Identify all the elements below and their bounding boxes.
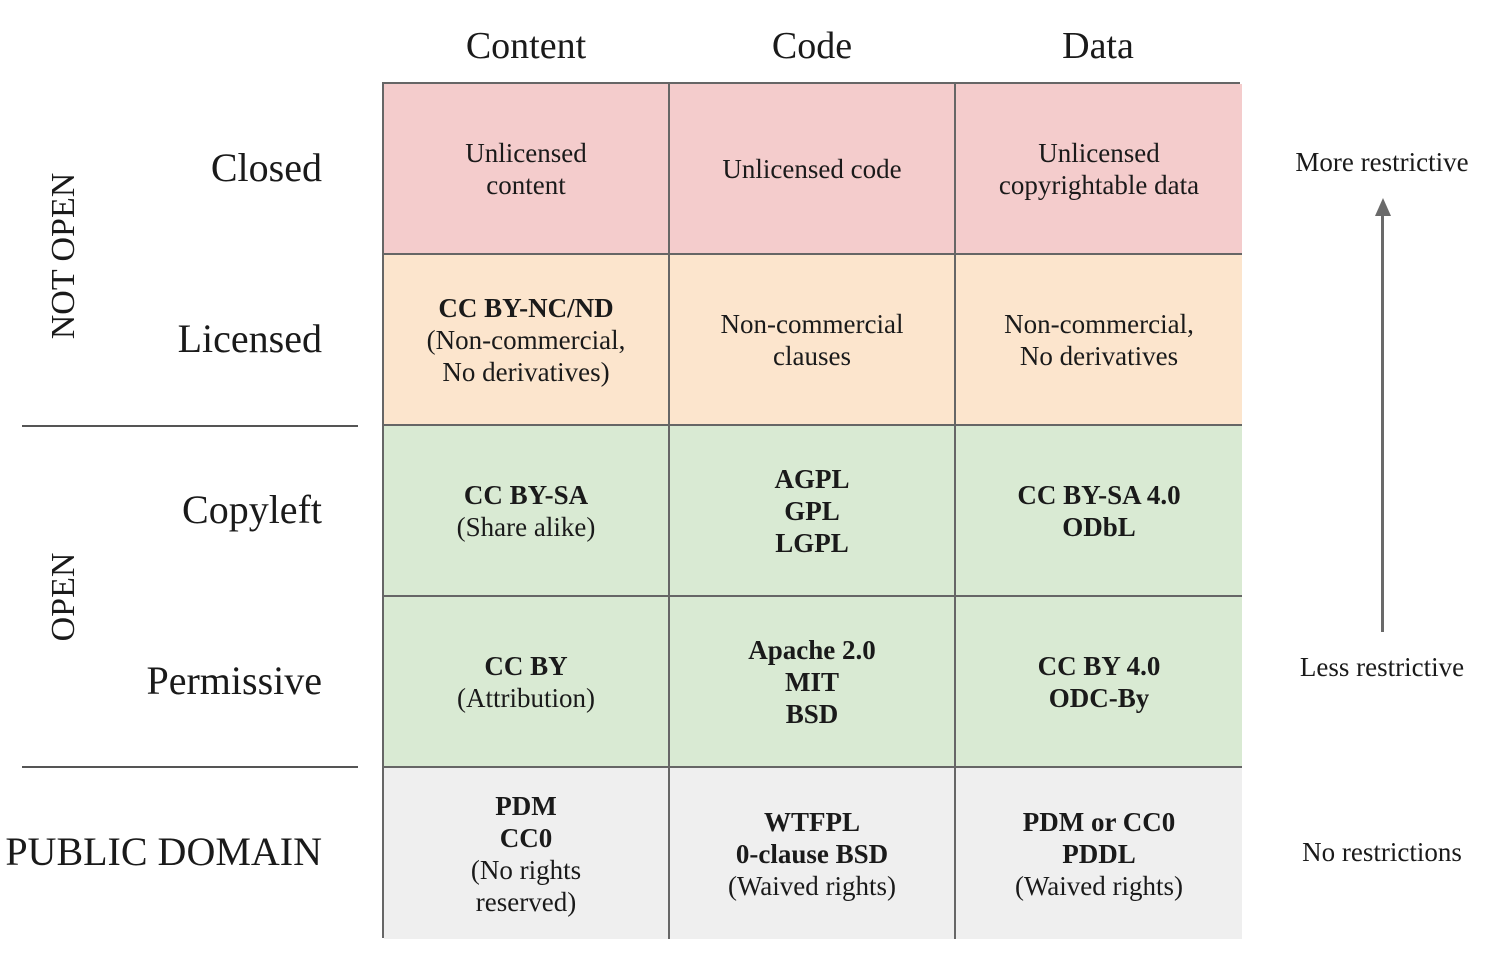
group-divider-public-domain [22,766,358,768]
cell-text-line: 0-clause BSD [735,838,889,869]
cell-text-line: LGPL [775,527,849,558]
group-label-not-open: NOT OPEN [45,172,82,340]
cell-copyleft-content: CC BY-SA(Share alike) [384,426,670,597]
cell-text-line: MIT [785,666,839,697]
cell-text-line: (Share alike) [456,511,596,542]
cell-text-line: PDDL [1062,838,1136,869]
row-label-licensed: Licensed [177,316,322,361]
cell-text-line: GPL [784,495,840,526]
row-label-copyleft: Copyleft [182,487,322,532]
restriction-arrow-shaft [1381,214,1384,632]
cell-text-line: content [486,169,566,200]
cell-text-line: Unlicensed [465,137,587,168]
cell-text-line: No derivatives [1019,340,1179,371]
cell-text-line: WTFPL [763,806,860,837]
column-header-code: Code [771,25,853,67]
cell-text-line: clauses [773,340,851,371]
scale-label-more-restrictive: More restrictive [1295,147,1469,177]
cell-text-line: CC BY-SA [463,479,589,510]
cell-text-line: No derivatives) [442,356,610,387]
cell-text-line: Non-commercial [720,308,904,339]
cell-closed-code: Unlicensed code [670,84,956,255]
cell-text-line: reserved) [475,886,577,917]
cell-text-line: CC BY-NC/ND [438,292,614,323]
cell-text-line: CC0 [499,822,553,853]
cell-text-line: Apache 2.0 [748,634,876,665]
cell-text-line: CC BY-SA 4.0 [1017,479,1181,510]
group-divider-open [22,425,358,427]
cell-text-line: PDM [495,790,557,821]
arrow-up-icon [1375,198,1391,216]
group-label-open: OPEN [45,552,82,642]
scale-label-no-restrictions: No restrictions [1302,837,1462,867]
cell-text-line: (Waived rights) [1014,870,1184,901]
cell-text-line: Unlicensed code [722,153,902,184]
cell-text-line: Non-commercial, [1004,308,1194,339]
cell-text-line: PDM or CC0 [1022,806,1176,837]
column-header-data: Data [1062,25,1134,67]
cell-text-line: (Waived rights) [727,870,897,901]
scale-label-less-restrictive: Less restrictive [1299,652,1465,682]
cell-text-line: copyrightable data [998,169,1200,200]
cell-permissive-content: CC BY(Attribution) [384,597,670,768]
cell-text-line: AGPL [774,463,850,494]
cell-text-line: ODbL [1062,511,1136,542]
cell-licensed-data: Non-commercial,No derivatives [956,255,1242,426]
cell-text-line: ODC-By [1048,682,1150,713]
cell-licensed-content: CC BY-NC/ND(Non-commercial,No derivative… [384,255,670,426]
column-header-content: Content [465,25,587,67]
cell-text-line: BSD [785,698,839,729]
row-label-permissive: Permissive [146,658,322,703]
cell-text-line: CC BY 4.0 [1037,650,1161,681]
cell-text-line: (No rights [470,854,582,885]
cell-text-line: (Non-commercial, [426,324,626,355]
cell-text-line: CC BY [484,650,568,681]
cell-text-line: Unlicensed [1038,137,1160,168]
row-label-closed: Closed [210,145,322,190]
row-label-public-domain: PUBLIC DOMAIN [5,829,322,874]
cell-text-line: (Attribution) [457,682,595,713]
